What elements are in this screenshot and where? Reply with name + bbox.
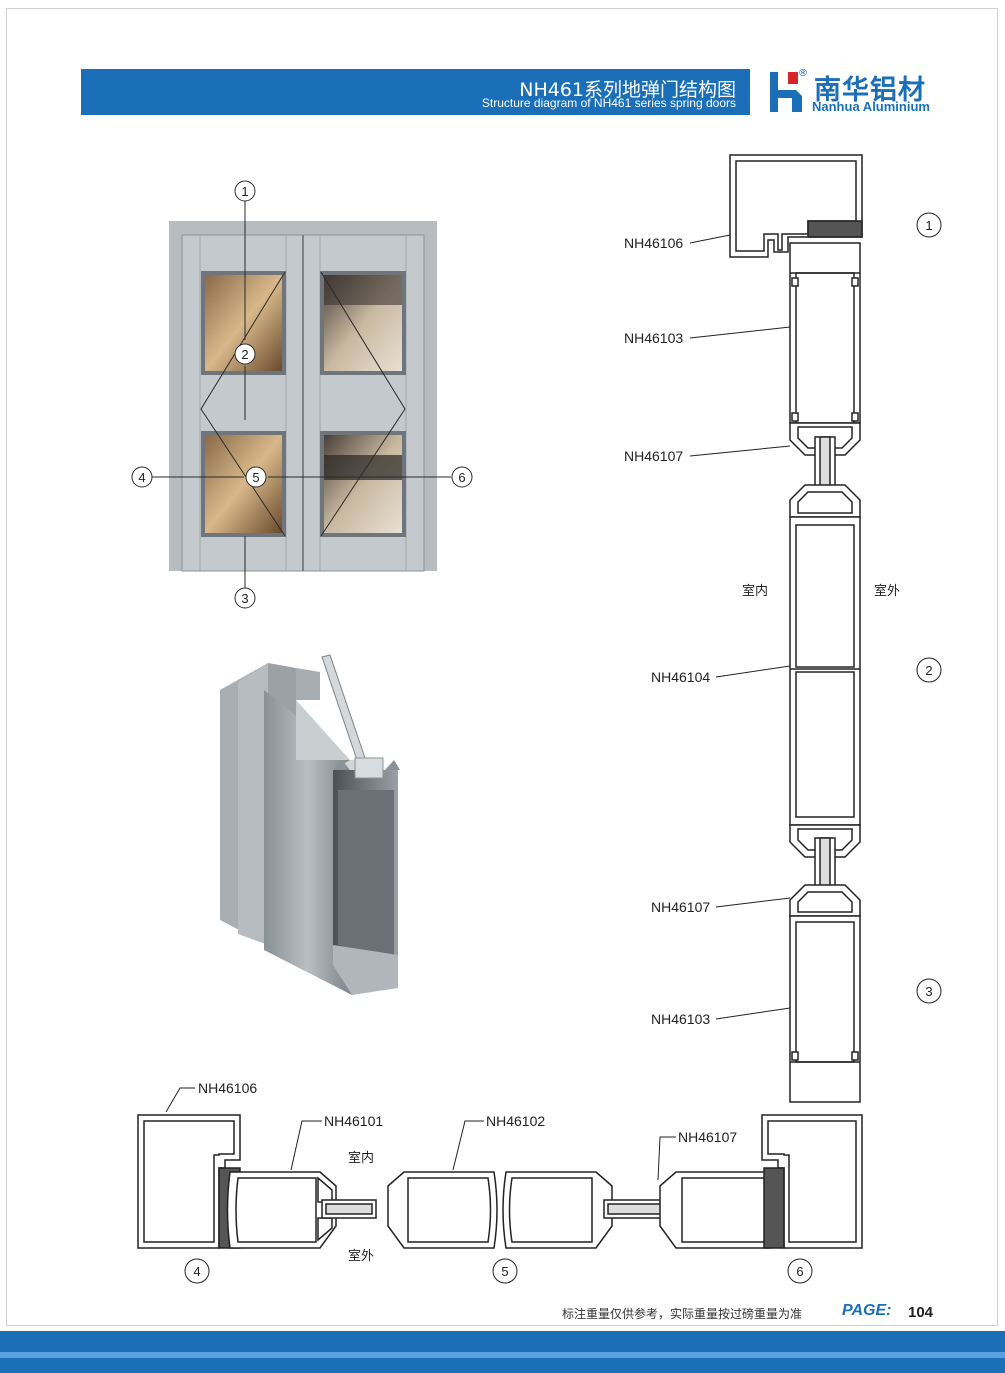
door-callout-5: 5	[245, 466, 267, 488]
glass-bottom-right	[324, 435, 402, 533]
label-nh46107-lower: NH46107	[651, 899, 710, 915]
label-nh46102: NH46102	[486, 1113, 545, 1129]
svg-text:6: 6	[458, 470, 465, 485]
label-nh46106-horizontal: NH46106	[198, 1080, 257, 1096]
door-callout-3: 3	[234, 587, 256, 609]
page-label: PAGE:	[842, 1302, 892, 1319]
horizontal-section-labels	[165, 1087, 676, 1181]
vertical-section	[729, 154, 863, 1103]
svg-text:4: 4	[193, 1264, 200, 1279]
logo-mark-icon	[770, 72, 802, 112]
label-nh46107-upper: NH46107	[624, 448, 683, 464]
swing-line-left	[200, 271, 286, 537]
svg-text:6: 6	[796, 1264, 803, 1279]
brand-name-en: Nanhua Aluminium	[812, 99, 930, 114]
page-frame	[6, 8, 998, 1326]
svg-text:5: 5	[501, 1264, 508, 1279]
svg-text:4: 4	[138, 470, 145, 485]
section-marker-1: 1	[916, 212, 942, 238]
swing-line-right	[320, 271, 406, 537]
door-elevation: 1 2 3 4 5 6	[131, 180, 473, 609]
label-nh46103-lower: NH46103	[651, 1011, 710, 1027]
page-title: NH461系列地弹门结构图	[519, 79, 736, 101]
label-nh46106-vertical: NH46106	[624, 235, 683, 251]
vertical-label-indoor: 室内	[742, 583, 768, 599]
svg-text:1: 1	[925, 218, 932, 233]
vertical-label-outdoor: 室外	[874, 583, 900, 599]
page-number: 104	[908, 1304, 934, 1321]
door-callout-4: 4	[131, 466, 153, 488]
horizontal-label-outdoor: 室外	[348, 1248, 374, 1264]
label-nh46101: NH46101	[324, 1113, 383, 1129]
label-nh46104: NH46104	[651, 669, 710, 685]
horizontal-label-indoor: 室内	[348, 1150, 374, 1166]
svg-text:2: 2	[241, 347, 248, 362]
label-nh46103-upper: NH46103	[624, 330, 683, 346]
horizontal-section	[137, 1114, 863, 1249]
svg-text:3: 3	[241, 591, 248, 606]
title-banner: NH461系列地弹门结构图 Structure diagram of NH461…	[81, 69, 750, 115]
section-marker-3: 3	[916, 978, 942, 1004]
brand-name-cn: 南华铝材	[814, 75, 926, 106]
svg-text:5: 5	[252, 470, 259, 485]
glass-bottom-left	[205, 435, 282, 533]
section-marker-5: 5	[492, 1258, 518, 1284]
section-marker-2: 2	[916, 657, 942, 683]
page-subtitle: Structure diagram of NH461 series spring…	[481, 96, 736, 110]
section-marker-6: 6	[787, 1258, 813, 1284]
profile-3d-render	[220, 654, 400, 995]
weight-disclaimer: 标注重量仅供参考，实际重量按过磅重量为准	[562, 1307, 803, 1321]
brand-logo: ® 南华铝材 Nanhua Aluminium	[768, 68, 948, 116]
door-callout-6: 6	[451, 466, 473, 488]
svg-text:2: 2	[925, 663, 932, 678]
label-nh46107-horizontal: NH46107	[678, 1129, 737, 1145]
footer-stripe	[0, 1352, 1005, 1358]
svg-text:3: 3	[925, 984, 932, 999]
door-callout-1: 1	[234, 180, 256, 202]
section-marker-4: 4	[184, 1258, 210, 1284]
svg-text:1: 1	[241, 184, 248, 199]
door-callout-2: 2	[234, 343, 256, 365]
vertical-section-labels	[689, 234, 791, 1020]
registered-mark: ®	[798, 68, 808, 79]
